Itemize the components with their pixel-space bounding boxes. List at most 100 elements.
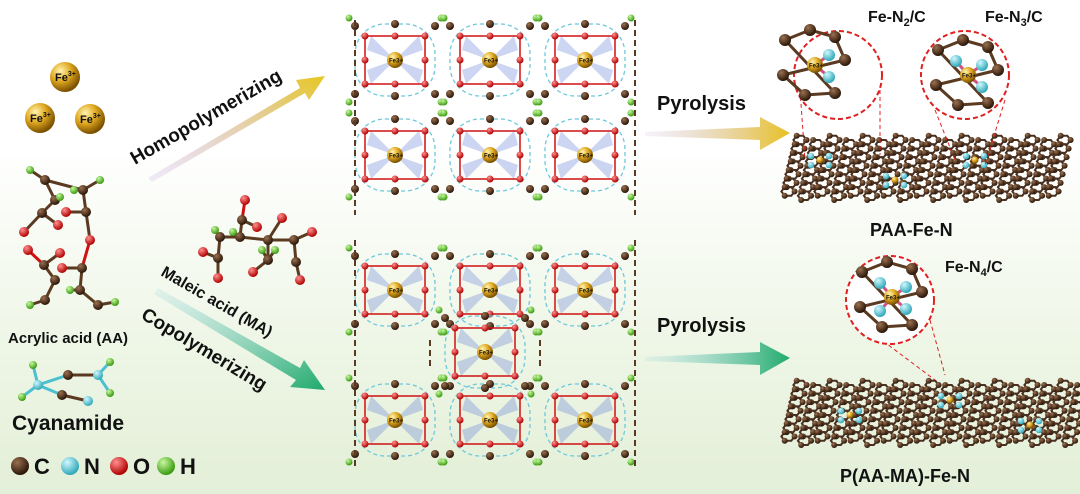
hexagon xyxy=(1006,383,1023,395)
atom-c xyxy=(952,158,959,165)
atom-c xyxy=(581,187,589,195)
atom-o xyxy=(361,175,369,183)
atom-o xyxy=(516,80,524,88)
atom-c xyxy=(391,380,399,388)
atom-c xyxy=(929,162,936,169)
atom-c xyxy=(1012,429,1019,436)
orbital-lobe xyxy=(457,328,485,352)
atom-c xyxy=(581,322,589,330)
hexagon xyxy=(895,190,912,202)
atom-c xyxy=(1029,188,1036,195)
atom-c xyxy=(431,117,439,125)
atom-c xyxy=(913,429,920,436)
atom-c xyxy=(944,420,951,427)
atom-c xyxy=(581,92,589,100)
hexagon xyxy=(848,177,864,189)
fe-atom xyxy=(807,57,823,73)
legend-label: N xyxy=(84,454,100,479)
atom-c xyxy=(942,381,949,388)
atom-c xyxy=(1030,399,1037,406)
atom-c xyxy=(843,184,850,191)
atom-c xyxy=(882,420,889,427)
atom-o xyxy=(581,80,589,88)
hexagon xyxy=(829,435,846,447)
atom-c xyxy=(902,382,909,388)
atom-c xyxy=(996,197,1003,204)
atom-c xyxy=(975,136,982,143)
hexagon xyxy=(817,414,833,425)
atom-c xyxy=(843,136,850,143)
atom-c xyxy=(864,442,871,449)
atom-c xyxy=(966,390,973,397)
atom-c xyxy=(1006,192,1013,199)
atom-h xyxy=(535,98,543,106)
atom-o xyxy=(391,440,399,448)
hexagon xyxy=(961,190,978,202)
atom-o xyxy=(456,416,464,424)
atom-c xyxy=(884,167,891,174)
atom-o xyxy=(456,440,464,448)
atom-c xyxy=(1047,175,1054,182)
atom-o xyxy=(391,127,399,135)
atom-c xyxy=(985,158,992,165)
atom-c xyxy=(930,442,937,449)
atom-c xyxy=(351,185,359,193)
atom-c xyxy=(1045,412,1052,419)
legend-label: O xyxy=(133,454,150,479)
fe-ion: Fe3+ xyxy=(884,289,900,305)
atom-c xyxy=(841,437,848,444)
atom-c xyxy=(1008,381,1015,388)
fe-atom xyxy=(477,344,493,360)
atom-c xyxy=(1006,437,1013,444)
atom-c xyxy=(886,141,893,148)
atom-c xyxy=(958,179,965,186)
atom-n xyxy=(900,172,908,180)
hexagon xyxy=(891,379,907,391)
atom-c xyxy=(927,416,934,423)
orbital-lobe xyxy=(557,155,585,179)
atom-c xyxy=(57,390,67,400)
orbital-lobe xyxy=(462,266,490,290)
hexagon xyxy=(1004,147,1021,159)
atom-h xyxy=(26,166,34,174)
atom-c xyxy=(963,197,970,204)
atom-c xyxy=(867,390,874,397)
atom-c xyxy=(876,136,883,143)
hexagon xyxy=(1039,383,1056,395)
atom-c xyxy=(855,394,862,401)
atom-c xyxy=(1033,171,1040,178)
fe-ion-label: Fe3+ xyxy=(389,289,403,295)
atom-o xyxy=(581,262,589,270)
hexagon xyxy=(841,383,858,395)
atom-c xyxy=(826,377,833,384)
atom-c xyxy=(917,149,924,156)
atom-c xyxy=(1051,158,1058,165)
atom-c xyxy=(1061,407,1068,414)
bond xyxy=(37,373,69,387)
atom-c xyxy=(995,407,1002,414)
atom-h xyxy=(535,193,543,201)
atom-o xyxy=(481,324,489,332)
hexagon xyxy=(780,186,796,197)
fe-ion: Fe3+ xyxy=(482,147,498,163)
atom-c xyxy=(1016,167,1023,174)
atom-c xyxy=(946,167,953,174)
atom-c xyxy=(1022,386,1029,393)
atom-c xyxy=(966,145,973,152)
atom-c xyxy=(39,260,49,270)
atom-o xyxy=(361,416,369,424)
atom-c xyxy=(946,429,953,436)
atom-c xyxy=(521,382,529,390)
atom-o xyxy=(551,262,559,270)
atom-c xyxy=(985,403,992,410)
atom-c xyxy=(1072,437,1079,444)
atom-c xyxy=(1057,132,1064,139)
atom-c xyxy=(989,386,996,393)
fe-ion-label: Fe3+ xyxy=(479,351,493,357)
hexagon xyxy=(936,156,953,167)
atom-n xyxy=(837,416,845,424)
orbital-lobe xyxy=(462,155,490,179)
atom-c xyxy=(1012,184,1019,191)
hexagon xyxy=(846,431,862,442)
hexagon xyxy=(969,401,986,412)
